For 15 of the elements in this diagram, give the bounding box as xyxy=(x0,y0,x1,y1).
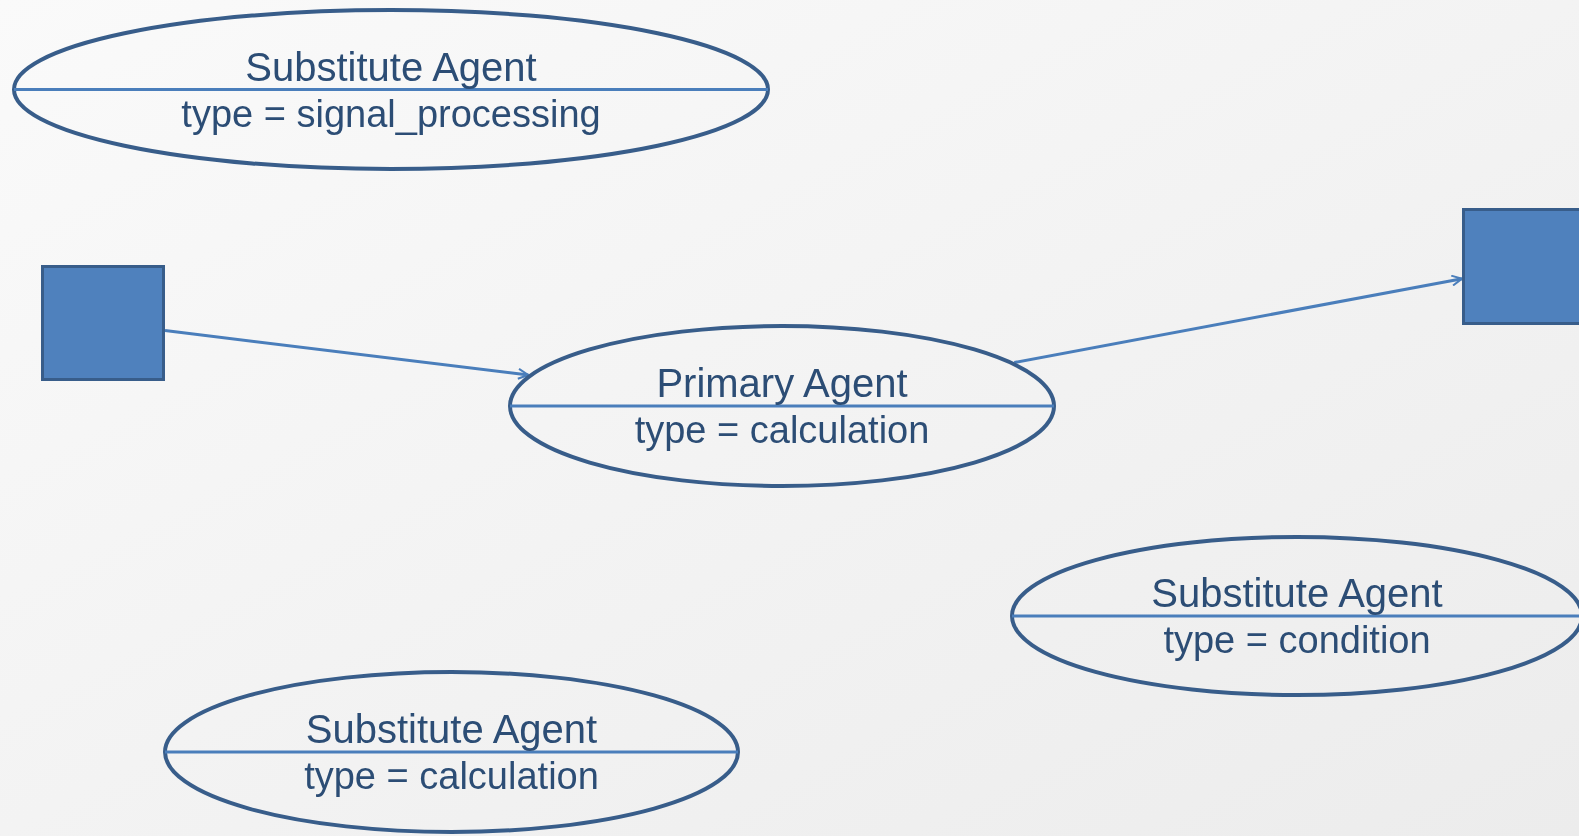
agent-type: type = calculation xyxy=(634,408,930,453)
agent-type: type = calculation xyxy=(304,754,599,799)
agent-ellipse xyxy=(163,670,740,834)
agent-ellipse xyxy=(508,324,1056,488)
agent-name: Substitute Agent xyxy=(245,43,537,90)
agent-name: Primary Agent xyxy=(656,360,908,406)
agent-type: type = condition xyxy=(1163,618,1431,663)
square-block xyxy=(1462,208,1579,325)
agent-ellipse xyxy=(12,8,770,171)
arrow xyxy=(164,329,530,380)
agent-type: type = signal_processing xyxy=(181,91,601,137)
agent-name: Substitute Agent xyxy=(305,706,598,752)
agent-name: Substitute Agent xyxy=(1151,570,1443,616)
square-block xyxy=(41,265,165,381)
arrow xyxy=(1014,274,1463,364)
